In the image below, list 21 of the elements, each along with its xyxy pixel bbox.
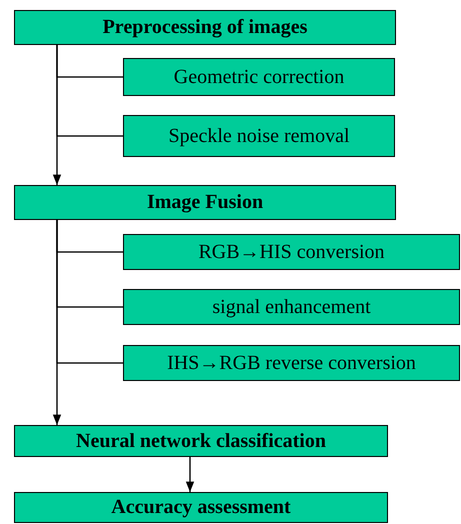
arrow xyxy=(52,45,62,185)
stage-box xyxy=(14,10,396,45)
step-label: IHS→RGB reverse conversion xyxy=(167,352,416,374)
step-box xyxy=(123,345,460,381)
stage-title: Preprocessing of images xyxy=(102,16,308,39)
step-label: Geometric correction xyxy=(174,66,344,88)
arrow xyxy=(186,457,194,492)
stage-title: Neural network classification xyxy=(76,430,326,452)
step-box xyxy=(123,58,395,96)
step-label: signal enhancement xyxy=(212,296,371,318)
stage-box xyxy=(14,185,396,220)
step-label: RGB→HIS conversion xyxy=(198,240,385,264)
arrow xyxy=(52,220,62,425)
stage-title: Accuracy assessment xyxy=(111,496,291,519)
step-label: Speckle noise removal xyxy=(168,124,350,148)
step-box xyxy=(123,234,460,270)
step-box xyxy=(123,289,460,325)
step-box xyxy=(123,115,395,157)
stage-box xyxy=(14,492,388,523)
stage-box xyxy=(14,425,388,457)
stage-title: Image Fusion xyxy=(146,191,264,214)
